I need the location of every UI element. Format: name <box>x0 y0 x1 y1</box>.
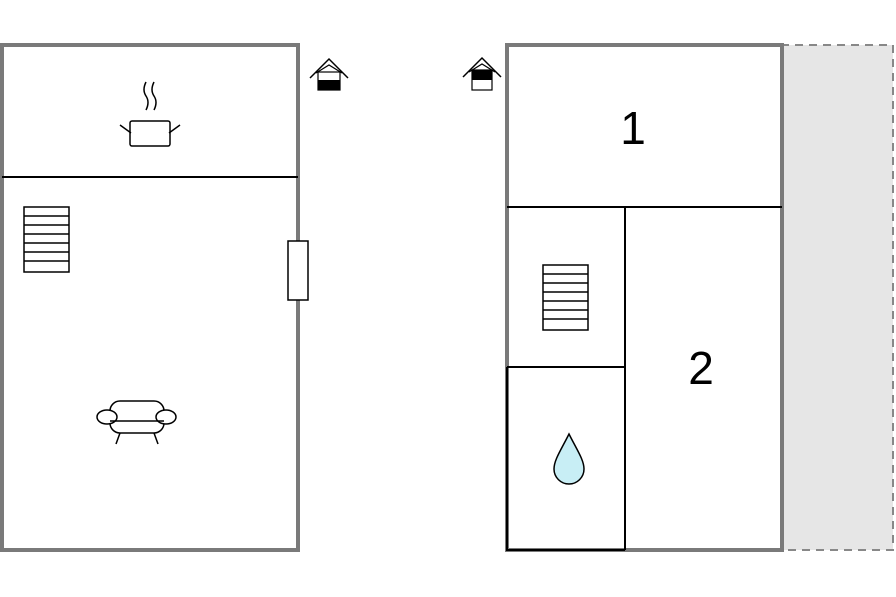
room-label-1: 1 <box>620 102 646 154</box>
water-drop-icon <box>553 432 585 485</box>
staircase-icon <box>23 206 70 273</box>
ground-floor <box>0 43 349 552</box>
door-icon <box>287 240 309 301</box>
cooking-pot-icon <box>119 81 181 147</box>
terrace-area <box>766 44 894 551</box>
entrance-house-icon <box>309 57 349 91</box>
entrance-house-icon <box>462 56 502 91</box>
staircase-icon <box>542 264 589 331</box>
bathroom-wall <box>506 367 625 551</box>
sofa-icon <box>96 400 177 445</box>
upper-floor: 1 2 <box>462 43 894 552</box>
room-label-2: 2 <box>688 342 714 394</box>
